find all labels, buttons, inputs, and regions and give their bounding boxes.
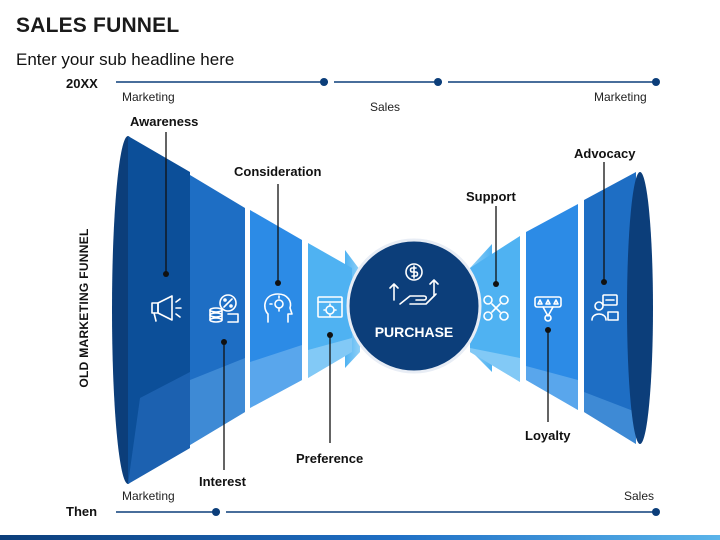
browser-settings-icon: [317, 296, 343, 318]
page-title: SALES FUNNEL: [16, 14, 180, 37]
top-timeline: [116, 78, 660, 86]
stage-label-consideration: Consideration: [234, 164, 322, 179]
stage-label-loyalty: Loyalty: [525, 428, 571, 443]
idea-head-icon: [264, 293, 293, 323]
center-label-purchase: PURCHASE: [374, 324, 454, 340]
top-timeline-year: 20XX: [66, 76, 98, 91]
right-funnel: [470, 172, 653, 444]
right-funnel-rim: [627, 172, 653, 444]
bottom-timeline-label-marketing: Marketing: [122, 489, 175, 503]
rating-badge-icon: [534, 296, 562, 322]
stage-pointers: [163, 132, 607, 470]
segment-advocacy: [584, 172, 636, 444]
teamwork-icon: [483, 295, 509, 321]
top-timeline-label-marketing-right: Marketing: [594, 90, 647, 104]
bottom-timeline: [116, 508, 660, 516]
stage-label-awareness: Awareness: [130, 114, 199, 129]
money-growth-icon: [389, 263, 439, 305]
top-timeline-label-marketing-left: Marketing: [122, 90, 175, 104]
bottom-timeline-dot: [212, 508, 220, 516]
megaphone-icon: [151, 295, 182, 322]
left-funnel: [112, 136, 352, 484]
coins-percent-icon: [209, 294, 239, 323]
top-timeline-dot: [434, 78, 442, 86]
presenter-icon: [591, 294, 619, 321]
bottom-timeline-dot: [652, 508, 660, 516]
page-subtitle: Enter your sub headline here: [16, 50, 235, 69]
top-timeline-dot: [652, 78, 660, 86]
stage-label-support: Support: [466, 189, 516, 204]
bottom-accent-bar: [0, 535, 720, 540]
stage-label-advocacy: Advocacy: [574, 146, 636, 161]
bottom-timeline-label-sales: Sales: [624, 489, 655, 503]
purchase-circle: [346, 238, 482, 374]
stage-label-interest: Interest: [199, 474, 246, 489]
top-timeline-dot: [320, 78, 328, 86]
bottom-timeline-year: Then: [66, 504, 98, 519]
top-timeline-label-sales: Sales: [370, 100, 401, 114]
stage-label-preference: Preference: [296, 451, 364, 466]
